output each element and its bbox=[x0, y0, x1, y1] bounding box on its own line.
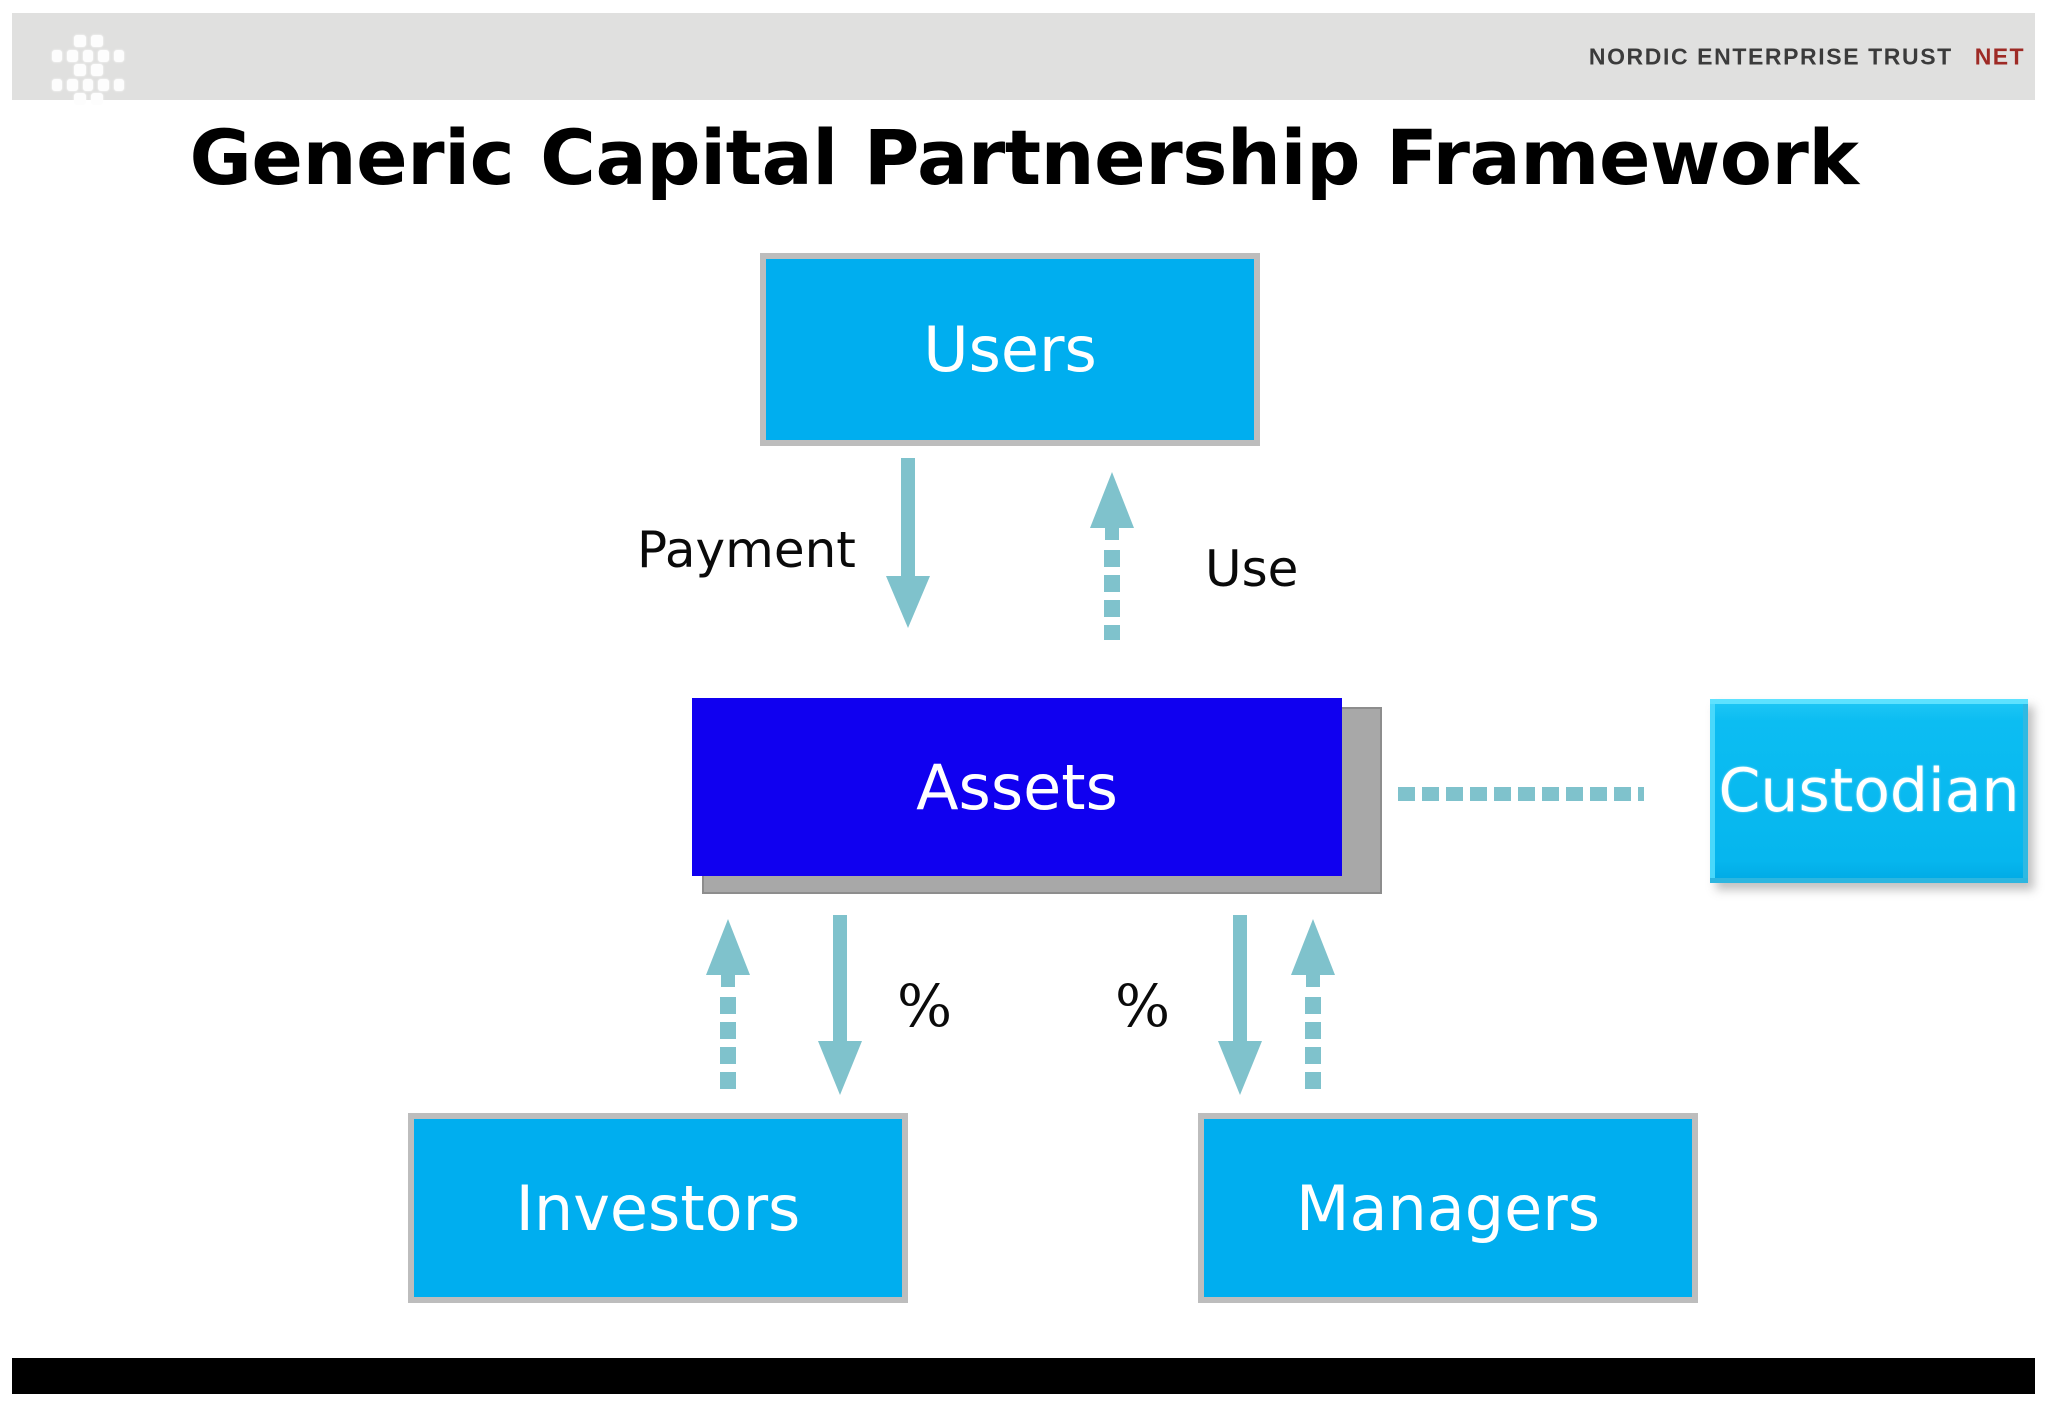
logo-dot bbox=[82, 49, 94, 62]
node-investors-label: Investors bbox=[515, 1171, 801, 1245]
logo-dot bbox=[51, 78, 63, 91]
edge-label-percent-left: % bbox=[897, 972, 953, 1040]
arrow-assets-to-managers-down bbox=[1216, 915, 1264, 1097]
brand-name: NORDIC ENTERPRISE TRUST bbox=[1588, 43, 1953, 69]
brand-lockup: NORDIC ENTERPRISE TRUST NET bbox=[1589, 43, 2025, 70]
node-managers-label: Managers bbox=[1295, 1171, 1601, 1245]
logo-dot bbox=[67, 49, 78, 62]
dot-grid-logo-icon bbox=[51, 35, 125, 107]
logo-row bbox=[52, 64, 124, 77]
logo-dot bbox=[73, 64, 86, 76]
logo-row bbox=[52, 93, 124, 106]
logo-row bbox=[52, 35, 124, 48]
page-title: Generic Capital Partnership Framework bbox=[189, 113, 1859, 202]
node-users-label: Users bbox=[923, 313, 1097, 386]
arrow-managers-to-assets-up-dashed bbox=[1290, 917, 1336, 1097]
logo-dot bbox=[90, 93, 103, 105]
logo-dot bbox=[82, 78, 94, 91]
connector-assets-custodian-dashed bbox=[1398, 786, 1648, 801]
node-assets[interactable]: Assets bbox=[692, 698, 1342, 876]
edge-label-percent-right: % bbox=[1115, 972, 1171, 1040]
node-managers[interactable]: Managers bbox=[1198, 1113, 1698, 1303]
logo-dot bbox=[67, 78, 78, 91]
header-band: NORDIC ENTERPRISE TRUST NET bbox=[12, 13, 2035, 105]
logo-dot bbox=[90, 35, 103, 47]
node-custodian-label: Custodian bbox=[1718, 756, 2020, 826]
node-users[interactable]: Users bbox=[760, 253, 1260, 446]
logo-dot bbox=[113, 78, 125, 91]
arrow-payment-down bbox=[884, 458, 932, 630]
logo-dot bbox=[73, 35, 86, 47]
logo-row bbox=[51, 49, 125, 63]
logo-dot bbox=[98, 49, 109, 62]
footer-bar bbox=[12, 1358, 2035, 1394]
logo-row bbox=[51, 78, 125, 92]
arrow-assets-to-investors-down bbox=[816, 915, 864, 1097]
node-investors[interactable]: Investors bbox=[408, 1113, 908, 1303]
node-assets-label: Assets bbox=[916, 750, 1118, 824]
logo-dot bbox=[73, 93, 86, 105]
edge-label-payment: Payment bbox=[637, 521, 856, 579]
arrow-investors-to-assets-up-dashed bbox=[705, 917, 751, 1097]
logo-dot bbox=[51, 49, 63, 62]
edge-label-use: Use bbox=[1205, 540, 1299, 598]
logo-dot bbox=[113, 49, 125, 62]
logo-dot bbox=[90, 64, 103, 76]
logo-dot bbox=[98, 78, 109, 91]
brand-abbreviation: NET bbox=[1974, 43, 2025, 69]
arrow-use-up-dashed bbox=[1089, 470, 1135, 640]
node-custodian[interactable]: Custodian bbox=[1710, 699, 2028, 883]
